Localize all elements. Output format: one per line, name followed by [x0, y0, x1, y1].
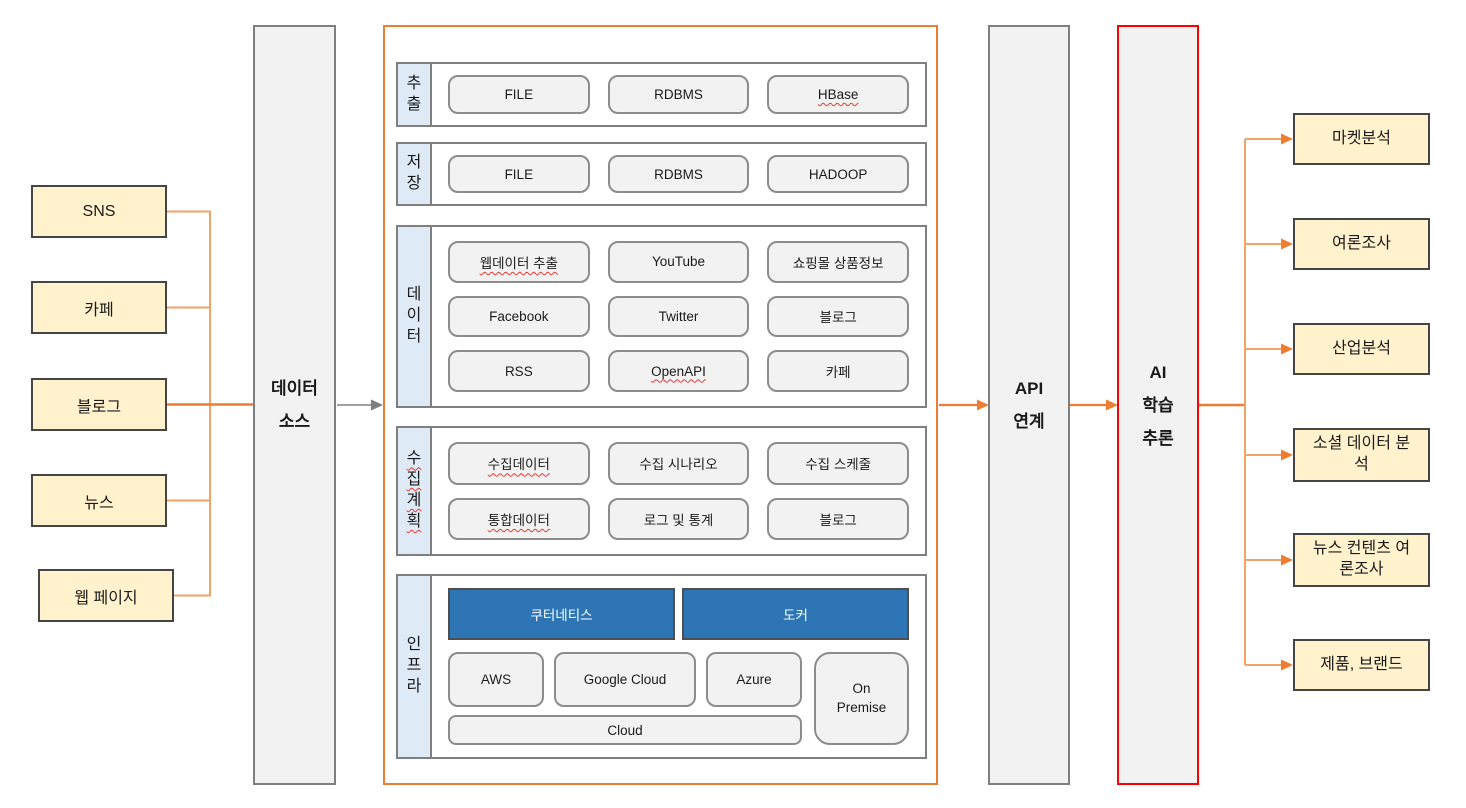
arrow-ai-head: [1106, 399, 1118, 411]
section-data-label: 데이터: [398, 227, 432, 406]
api-link-line1: API: [1014, 379, 1044, 398]
output-product-brand: 제품, 브랜드: [1293, 639, 1430, 691]
infra-cloud-providers: AWS Google Cloud Azure: [448, 652, 802, 707]
infra-platform-row: 쿠터네티스 도커: [448, 588, 909, 640]
pipeline-item-integrated-data: 통합데이터: [448, 497, 590, 540]
section-data-body: 웹데이터 추출 YouTube 쇼핑몰 상품정보 Facebook Twitte…: [432, 227, 925, 406]
section-data: 데이터 웹데이터 추출 YouTube 쇼핑몰 상품정보 Facebook Tw…: [396, 225, 927, 408]
pipeline-item-rss: RSS: [448, 350, 590, 392]
section-infra: 인프라 쿠터네티스 도커 AWS Google Cloud Azure Clou…: [396, 574, 927, 759]
output-social-data-analysis-label: 소셜 데이터 분석: [1312, 435, 1411, 473]
section-storage: 저장 FILE RDBMS HADOOP: [396, 142, 927, 206]
pipeline-item-cafe: 카페: [767, 350, 909, 392]
ai-inference-line2: 학습: [1142, 395, 1174, 415]
branch-industry-head: [1281, 343, 1293, 355]
pipeline-item-rdbms: RDBMS: [607, 155, 750, 193]
section-collection-plan-body: 수집데이터 수집 시나리오 수집 스케줄 통합데이터 로그 및 통계 블로그: [432, 428, 925, 554]
pipeline-item-openapi: OpenAPI: [607, 350, 750, 392]
arrow-datasource-head: [371, 399, 383, 411]
infra-item-kubernetes: 쿠터네티스: [448, 588, 675, 640]
pipeline-item-log-stats: 로그 및 통계: [607, 497, 750, 540]
output-news-content-poll-label: 뉴스 컨텐츠 여론조사: [1312, 540, 1411, 578]
section-extract-label: 추출: [398, 64, 432, 125]
pipeline-container: 추출 FILE RDBMS HBase 저장 FILE RDBMS HADOOP…: [383, 25, 938, 785]
pipeline-item-collected-data: 수집데이터: [448, 442, 590, 485]
source-news-label: 뉴스: [84, 494, 114, 512]
pipeline-item-hbase: HBase: [767, 75, 909, 114]
ai-inference-line3: 추론: [1142, 428, 1174, 448]
branch-market-head: [1281, 133, 1293, 145]
branch-opinion-head: [1281, 238, 1293, 250]
source-news: 뉴스: [31, 474, 167, 527]
pipeline-item-file: FILE: [448, 155, 590, 193]
infra-cloud-row: AWS Google Cloud Azure Cloud On Premise: [448, 652, 909, 745]
data-source-line2: 소스: [278, 412, 311, 431]
section-infra-body: 쿠터네티스 도커 AWS Google Cloud Azure Cloud On…: [432, 576, 925, 757]
pipeline-item-twitter: Twitter: [607, 295, 750, 338]
source-sns-label: SNS: [82, 202, 116, 220]
section-extract: 추출 FILE RDBMS HBase: [396, 62, 927, 127]
branch-social-head: [1281, 449, 1293, 461]
section-storage-body: FILE RDBMS HADOOP: [432, 144, 925, 204]
ai-inference-line1: AI: [1149, 362, 1167, 382]
pipeline-item-hadoop: HADOOP: [767, 155, 909, 193]
output-opinion-poll-label: 여론조사: [1332, 234, 1391, 252]
infra-item-docker: 도커: [682, 588, 909, 640]
infra-item-cloud: Cloud: [448, 715, 802, 745]
output-industry-analysis: 산업분석: [1293, 323, 1430, 375]
infra-cloud-group: AWS Google Cloud Azure Cloud: [448, 652, 802, 745]
data-source-line1: 데이터: [271, 379, 318, 398]
output-social-data-analysis: 소셜 데이터 분석: [1293, 428, 1430, 482]
api-link-line2: 연계: [1013, 412, 1045, 431]
branch-newscontent-head: [1281, 554, 1293, 566]
section-storage-label: 저장: [398, 144, 432, 204]
ai-inference-column: AI 학습 추론: [1117, 25, 1199, 785]
pipeline-item-file: FILE: [448, 75, 590, 114]
source-cafe: 카페: [31, 281, 167, 334]
section-extract-body: FILE RDBMS HBase: [432, 64, 925, 125]
source-blog: 블로그: [31, 378, 167, 431]
source-webpage: 웹 페이지: [38, 569, 174, 622]
infra-item-google-cloud: Google Cloud: [554, 652, 696, 707]
pipeline-item-scenario: 수집 시나리오: [607, 442, 750, 485]
pipeline-item-rdbms: RDBMS: [607, 75, 750, 114]
pipeline-item-webdata-extract: 웹데이터 추출: [448, 241, 590, 283]
pipeline-item-youtube: YouTube: [607, 241, 750, 283]
pipeline-item-schedule: 수집 스케줄: [767, 442, 909, 485]
infra-item-aws: AWS: [448, 652, 544, 707]
source-sns: SNS: [31, 185, 167, 238]
output-market-analysis-label: 마켓분석: [1332, 129, 1391, 147]
output-product-brand-label: 제품, 브랜드: [1320, 655, 1403, 673]
infra-item-azure: Azure: [706, 652, 802, 707]
source-webpage-label: 웹 페이지: [74, 589, 138, 607]
section-collection-plan-label: 수집계획: [398, 428, 432, 554]
section-infra-label: 인프라: [398, 576, 432, 757]
output-news-content-poll: 뉴스 컨텐츠 여론조사: [1293, 533, 1430, 587]
output-opinion-poll: 여론조사: [1293, 218, 1430, 270]
section-collection-plan: 수집계획 수집데이터 수집 시나리오 수집 스케줄 통합데이터 로그 및 통계 …: [396, 426, 927, 556]
data-source-column: 데이터 소스: [253, 25, 336, 785]
source-blog-label: 블로그: [76, 398, 122, 416]
pipeline-item-facebook: Facebook: [448, 295, 590, 338]
arrow-api-head: [977, 399, 989, 411]
infra-item-on-premise: On Premise: [814, 652, 909, 745]
branch-product-head: [1281, 659, 1293, 671]
api-link-column: API 연계: [988, 25, 1070, 785]
pipeline-item-blog: 블로그: [767, 497, 909, 540]
source-cafe-label: 카페: [84, 301, 114, 319]
pipeline-item-shopping-info: 쇼핑몰 상품정보: [767, 241, 909, 283]
pipeline-item-blog: 블로그: [767, 295, 909, 338]
output-market-analysis: 마켓분석: [1293, 113, 1430, 165]
output-industry-analysis-label: 산업분석: [1332, 339, 1391, 357]
